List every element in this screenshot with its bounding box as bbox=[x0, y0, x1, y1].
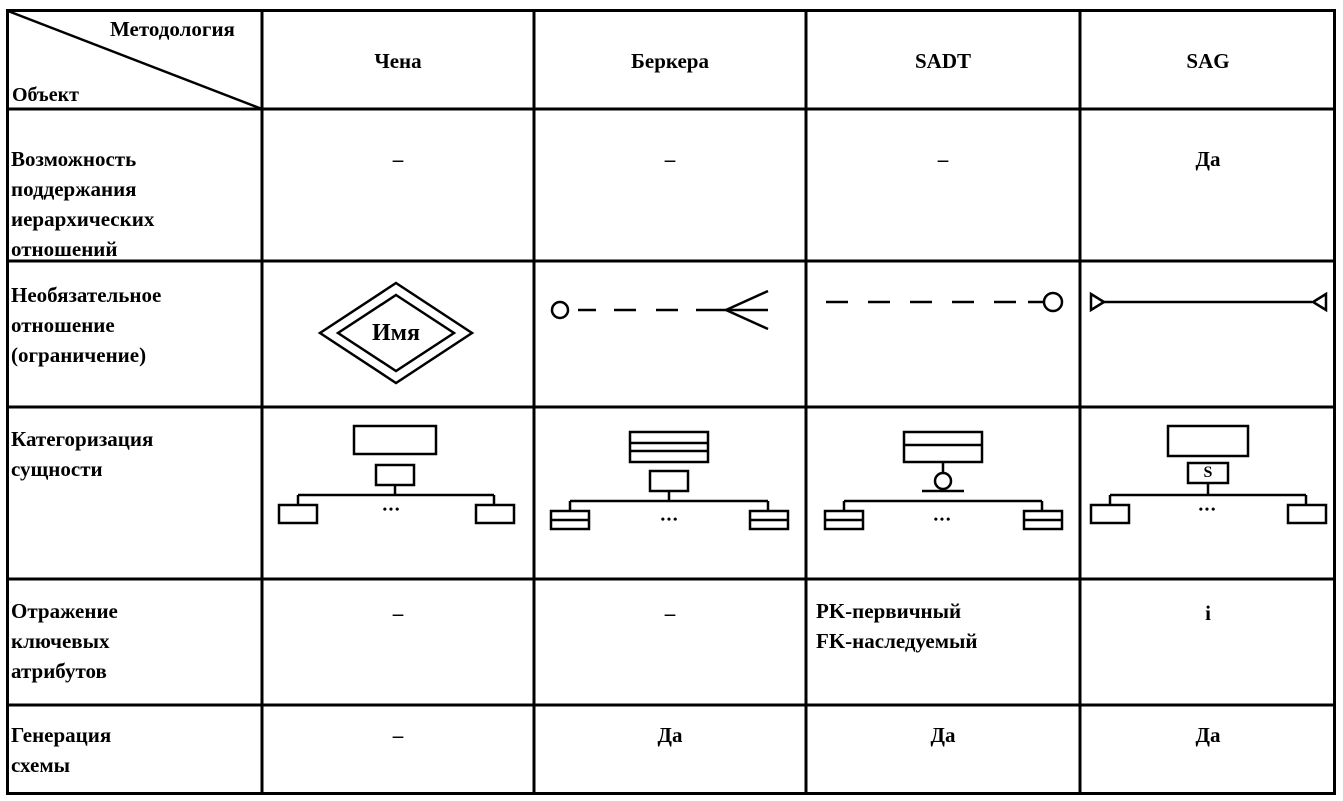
row-schema-generation-sadt: Да bbox=[930, 723, 956, 747]
column-header-sag: SAG bbox=[1186, 49, 1230, 73]
table-grid bbox=[6, 9, 1336, 795]
row-key-attributes-sadt-fk: FK-наследуемый bbox=[816, 629, 978, 653]
column-header-barker: Беркера bbox=[631, 49, 709, 73]
header-object-label: Объект bbox=[12, 84, 79, 106]
chen-categorization-icon bbox=[277, 424, 516, 525]
row-schema-generation-sag: Да bbox=[1195, 723, 1221, 747]
sadt-categorization-ellipsis: ••• bbox=[933, 512, 953, 526]
chen-categorization-ellipsis: ••• bbox=[382, 502, 402, 516]
barker-categorization-icon bbox=[549, 430, 790, 531]
chen-diamond-label: Имя bbox=[372, 320, 420, 346]
row-hierarchy-chen: – bbox=[392, 147, 404, 171]
barker-optional-relation-icon bbox=[550, 289, 769, 331]
row-hierarchy-sadt: – bbox=[937, 147, 949, 171]
column-header-chen: Чена bbox=[374, 49, 422, 73]
row-schema-generation-barker: Да bbox=[657, 723, 683, 747]
header-methodology-label: Методология bbox=[110, 17, 235, 41]
row-key-attributes-sag: i bbox=[1205, 601, 1211, 625]
row-hierarchy-barker: – bbox=[664, 147, 676, 171]
sag-categorization-ellipsis: ••• bbox=[1198, 502, 1218, 516]
sag-categorization-icon bbox=[1089, 424, 1328, 525]
comparison-table: Методология Объект Чена Беркера SADT SAG… bbox=[6, 9, 1336, 795]
row-key-attributes-chen: – bbox=[392, 601, 404, 625]
row-hierarchy-sag: Да bbox=[1195, 147, 1221, 171]
row-key-attributes-sadt-pk: PK-первичный bbox=[816, 599, 962, 623]
row-key-attributes-barker: – bbox=[664, 601, 676, 625]
sag-optional-relation-icon bbox=[1089, 291, 1328, 313]
barker-categorization-ellipsis: ••• bbox=[660, 512, 680, 526]
sadt-categorization-icon bbox=[823, 430, 1064, 531]
chen-double-diamond-icon bbox=[317, 281, 475, 385]
sag-categorization-marker: S bbox=[1203, 464, 1213, 481]
column-header-sadt: SADT bbox=[914, 49, 972, 73]
sadt-optional-relation-icon bbox=[826, 291, 1064, 313]
row-schema-generation-chen: – bbox=[392, 723, 404, 747]
